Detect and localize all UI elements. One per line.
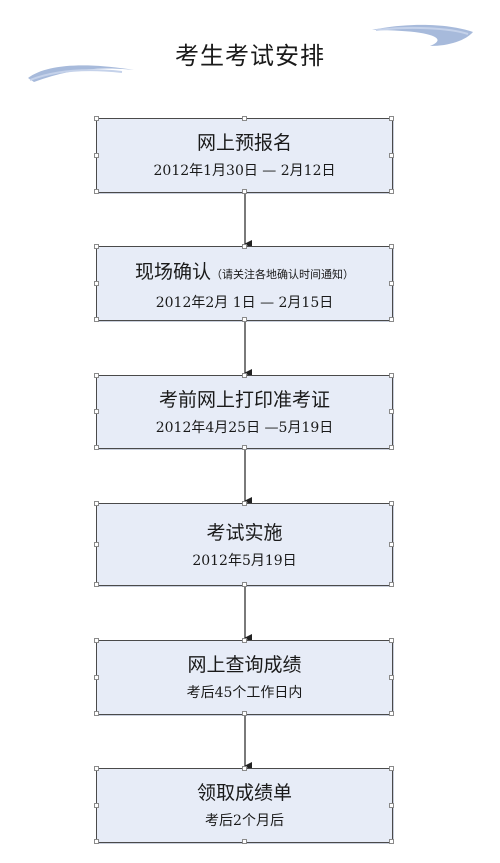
selection-handle [94,638,99,643]
decorative-swoosh-right [372,24,473,46]
selection-handle [94,582,99,587]
selection-handle [241,501,247,506]
selection-handle [241,373,247,378]
selection-handle [241,711,247,716]
selection-handle [94,152,99,158]
step-name: 考前网上打印准考证 [158,389,330,411]
page-title: 考生考试安排 [175,42,325,70]
selection-handle [241,116,247,121]
selection-handle [94,445,99,450]
step-exam-administration: 考试实施 2012年5月19日 [94,501,394,587]
selection-handle [241,638,247,643]
step-name: 网上查询成绩 [187,654,302,676]
selection-handle [94,711,99,716]
selection-handle [389,582,394,587]
selection-handle [389,711,394,716]
selection-handle [94,244,99,249]
step-online-preregistration: 网上预报名 2012年1月30日 — 2月12日 [94,116,394,194]
selection-handle [389,501,394,506]
selection-handle [389,244,394,249]
step-collect-score-report: 领取成绩单 考后2个月后 [94,766,394,844]
selection-handle [94,541,99,547]
selection-handle [389,280,394,286]
selection-handle [389,541,394,547]
decorative-swoosh-left [28,65,134,82]
step-date: 2012年5月19日 [192,553,297,569]
selection-handle [94,317,99,322]
selection-handle [94,116,99,121]
selection-handle [241,445,247,450]
selection-handle [94,766,99,771]
selection-handle [94,189,99,194]
step-print-admission-ticket: 考前网上打印准考证 2012年4月25日 —5月19日 [94,373,394,450]
selection-handle [389,802,394,808]
selection-handle [389,674,394,680]
step-name: 领取成绩单 [196,782,292,804]
step-date: 2012年4月25日 —5月19日 [155,420,334,436]
step-name: 现场确认 [134,261,211,283]
selection-handle [241,766,247,771]
selection-handle [389,766,394,771]
selection-handle [94,802,99,808]
selection-handle [94,409,99,414]
selection-handle [389,116,394,121]
selection-handle [389,409,394,414]
selection-handle [389,152,394,158]
step-note: （请关注各地确认时间通知） [211,268,354,281]
selection-handle [241,317,247,322]
selection-handle [241,244,247,249]
selection-handle [389,373,394,378]
selection-handle [94,839,99,844]
step-name: 网上预报名 [196,132,292,154]
selection-handle [94,674,99,680]
selection-handle [241,189,247,194]
selection-handle [389,638,394,643]
step-date: 考后45个工作日内 [186,685,303,701]
selection-handle [241,582,247,587]
step-online-score-query: 网上查询成绩 考后45个工作日内 [94,638,394,716]
selection-handle [94,373,99,378]
step-onsite-confirmation: 现场确认（请关注各地确认时间通知） 2012年2月 1日 — 2月15日 [94,244,394,322]
step-date: 2012年1月30日 — 2月12日 [153,163,336,179]
selection-handle [389,839,394,844]
selection-handle [389,317,394,322]
step-date: 考后2个月后 [205,813,284,829]
selection-handle [241,839,247,844]
step-date: 2012年2月 1日 — 2月15日 [155,295,334,311]
selection-handle [94,280,99,286]
selection-handle [94,501,99,506]
selection-handle [389,445,394,450]
selection-handle [389,189,394,194]
step-name: 考试实施 [206,522,283,544]
